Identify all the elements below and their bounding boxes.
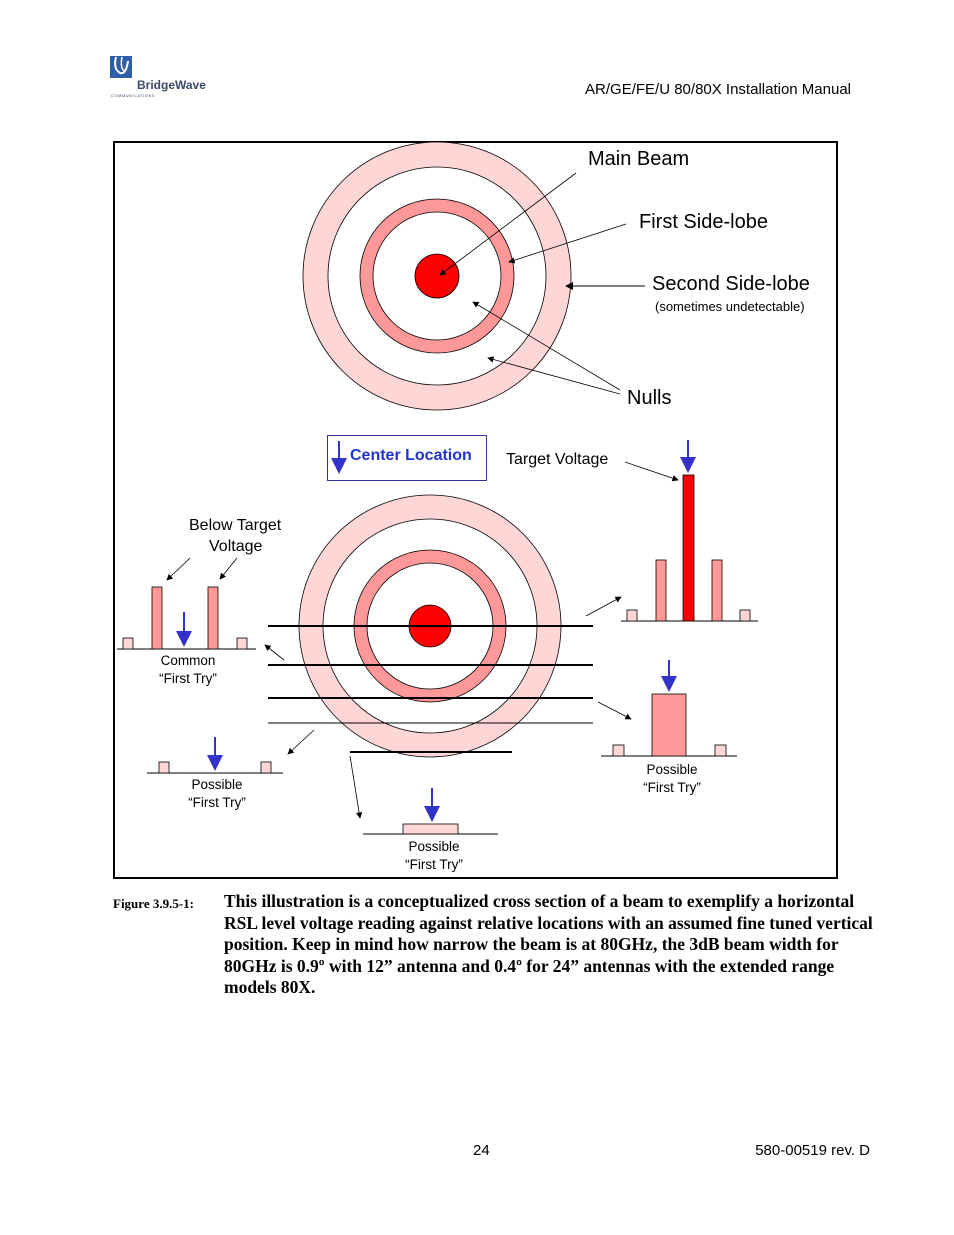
possible-first-try-caption-left: Possible “First Try” [157,776,277,812]
target-voltage-graph [621,440,758,622]
bar-second-lobe-right [260,761,272,774]
possible-first-try-caption-bottom: Possible “First Try” [374,838,494,874]
possible-label: Possible [191,777,243,792]
center-location-label: Center Location [350,447,472,464]
logo-subtitle: COMMUNICATIONS [111,93,156,98]
common-first-try-caption: Common “First Try” [128,652,248,688]
bar-second-lobe-right [714,744,727,757]
main-beam-label: Main Beam [588,148,690,170]
bar-second-lobe-left [626,609,638,622]
page-number: 24 [473,1142,490,1159]
possible-first-try-caption-right: Possible “First Try” [612,761,732,797]
nulls-leader-inner [472,301,621,391]
bar-second-lobe-right [739,609,751,622]
first-try-label: “First Try” [643,780,701,795]
center-scan-leader [585,596,622,617]
bar-second-lobe-wide [402,823,459,835]
first-lobe-leader [508,223,627,264]
possible-label: Possible [408,839,460,854]
figure-caption-label: Figure 3.9.5-1: [113,896,194,911]
below-target-label-line1: Below Target [189,517,282,534]
target-voltage-label: Target Voltage [506,451,609,468]
bar-first-lobe-left [655,559,667,622]
below-target-label-line2: Voltage [209,538,263,555]
top-beam-target [302,141,572,411]
possible-first-try-graph-bottom [363,788,498,835]
possible-first-try-graph-left [147,737,283,774]
below-target-leader-right [219,557,238,580]
nulls-label: Nulls [627,387,672,409]
first-try-label: “First Try” [405,857,463,872]
bar-first-lobe-left [151,586,163,650]
main-beam-dot [414,253,460,299]
target-voltage-leader [624,461,679,482]
logo-icon [110,56,132,78]
main-beam-leader [439,172,577,276]
second-lobe-scan-leader [287,729,315,755]
bar-main-beam [682,474,695,622]
first-try-label: “First Try” [159,671,217,686]
bar-second-lobe-left [122,637,134,650]
second-side-lobe-label: Second Side-lobe [652,273,810,295]
null-scan-leader [597,701,632,720]
figure-frame [113,141,838,879]
bar-first-lobe-wide [651,693,687,757]
first-try-label: “First Try” [188,795,246,810]
first-side-lobe-label: First Side-lobe [639,211,768,233]
logo-wordmark: BridgeWave [137,78,206,92]
figure-caption-text: This illustration is a conceptualized cr… [224,891,873,997]
bridgewave-logo [110,55,210,100]
edge-scan-leader [349,755,363,819]
common-label: Common [160,653,216,668]
bar-first-lobe-right [711,559,723,622]
document-title: AR/GE/FE/U 80/80X Installation Manual [585,81,851,98]
center-location-legend [327,435,487,481]
possible-label: Possible [646,762,698,777]
bar-first-lobe-right [207,586,219,650]
bar-second-lobe-left [158,761,170,774]
below-target-leader-left [166,557,191,581]
bar-second-lobe-left [612,744,625,757]
first-lobe-scan-leader [264,644,285,661]
nulls-leader-outer [487,356,621,395]
possible-first-try-graph-right [601,660,737,757]
second-side-lobe-note: (sometimes undetectable) [655,299,805,314]
document-number: 580-00519 rev. D [755,1142,870,1159]
bar-second-lobe-right [236,637,248,650]
common-first-try-graph [117,586,256,650]
